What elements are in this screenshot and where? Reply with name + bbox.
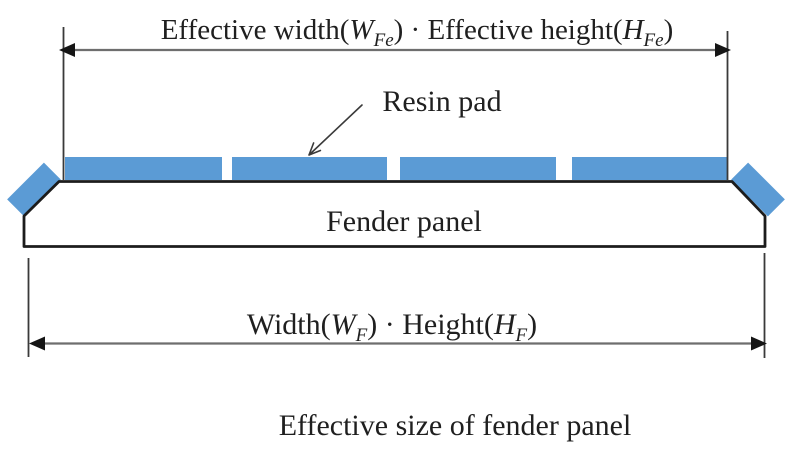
resin-pad-group	[7, 157, 785, 217]
resin-pad	[400, 157, 556, 180]
resin-pad-label: Resin pad	[382, 85, 501, 118]
bottom-dimension-label: Width(WF) · Height(HF)	[247, 308, 537, 346]
top-dimension-arrow-left	[59, 43, 75, 57]
resin-pad-callout: Resin pad	[308, 85, 502, 156]
fender-panel-outline	[22, 180, 767, 248]
bottom-dimension: Width(WF) · Height(HF)	[27, 253, 767, 358]
resin-pad	[65, 157, 222, 180]
bottom-dimension-arrow-left	[29, 336, 45, 351]
diagram-caption: Effective size of fender panel	[279, 409, 632, 442]
top-dimension-arrow-right	[715, 43, 731, 57]
resin-pad	[232, 157, 387, 180]
top-dimension-label: Effective width(WFe) · Effective height(…	[161, 14, 674, 51]
bottom-dimension-arrow-right	[751, 336, 767, 351]
fender-panel-label: Fender panel	[326, 205, 482, 238]
corner-pad-right	[731, 162, 785, 217]
resin-pad-leader-arrow	[308, 104, 363, 156]
corner-pad-left	[7, 162, 61, 217]
top-dimension: Effective width(WFe) · Effective height(…	[59, 14, 731, 181]
resin-pad	[572, 157, 727, 180]
